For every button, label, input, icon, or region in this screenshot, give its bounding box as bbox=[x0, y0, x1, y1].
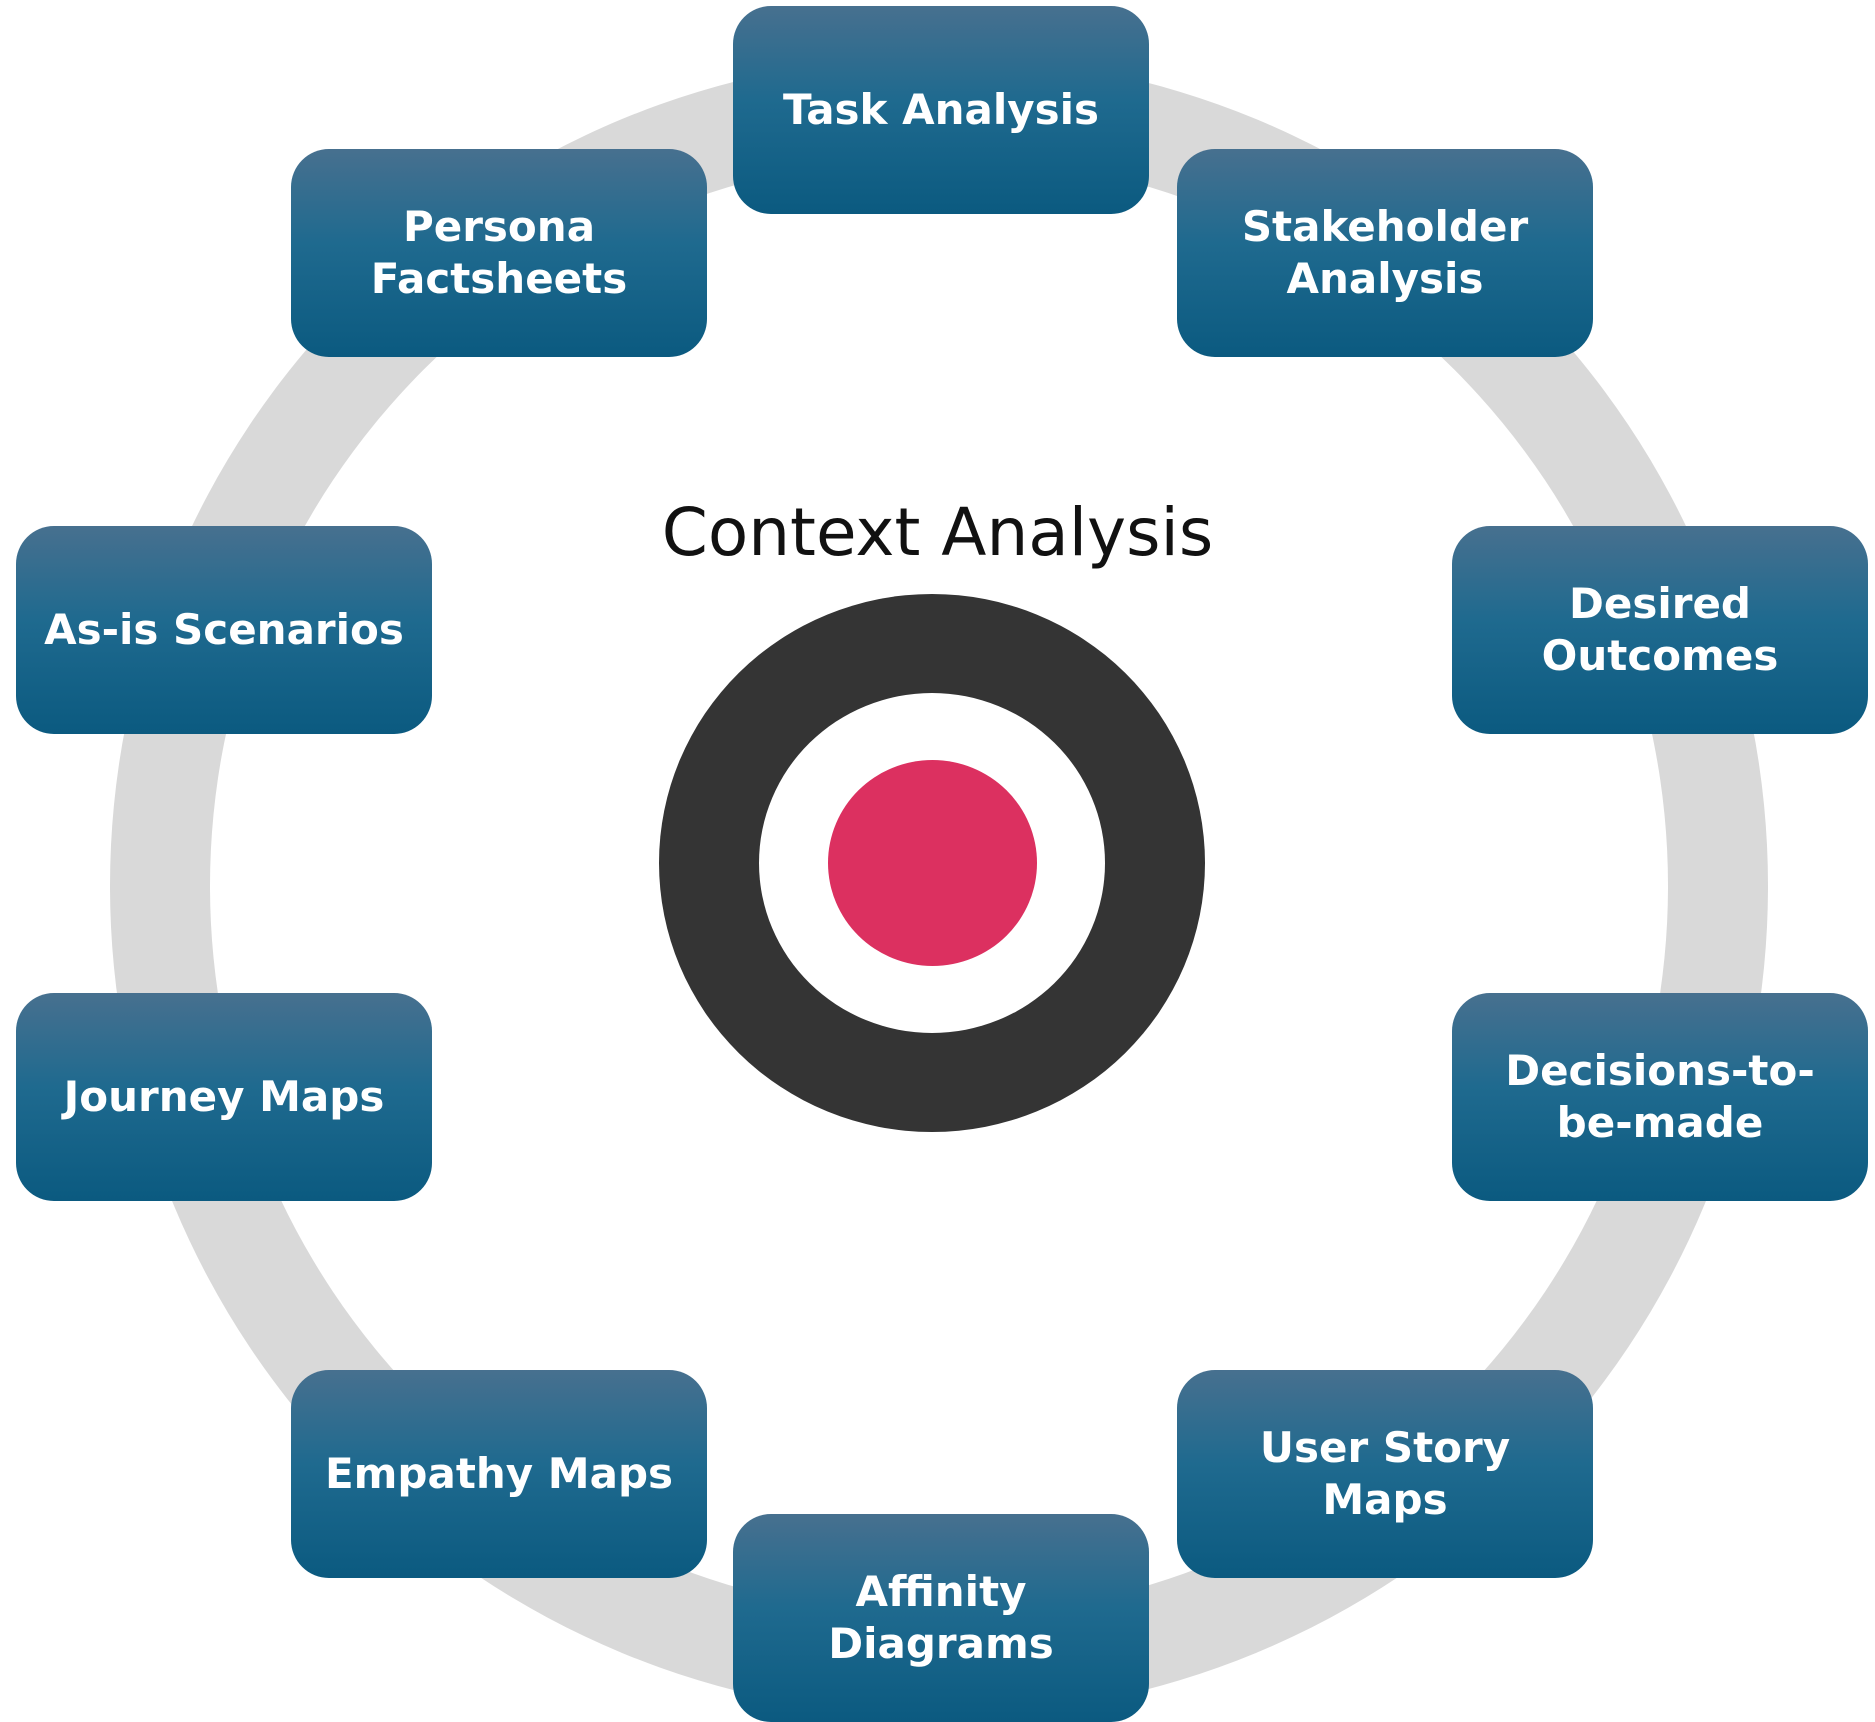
node-task-analysis: Task Analysis bbox=[733, 6, 1149, 214]
target-bullseye bbox=[828, 760, 1037, 966]
node-label: Persona Factsheets bbox=[370, 202, 628, 303]
diagram-title: Context Analysis bbox=[661, 494, 1214, 571]
node-label: Empathy Maps bbox=[324, 1449, 674, 1498]
node-empathy-maps: Empathy Maps bbox=[291, 1370, 707, 1578]
node-desired-outcomes: Desired Outcomes bbox=[1452, 526, 1868, 734]
node-user-story-maps: User Story Maps bbox=[1177, 1370, 1593, 1578]
node-as-is-scenarios: As-is Scenarios bbox=[16, 526, 432, 734]
node-label: Desired Outcomes bbox=[1541, 579, 1779, 680]
node-journey-maps: Journey Maps bbox=[16, 993, 432, 1201]
node-label: Decisions-to- be-made bbox=[1505, 1046, 1815, 1147]
node-decisions-to-be-made: Decisions-to- be-made bbox=[1452, 993, 1868, 1201]
node-label: Affinity Diagrams bbox=[828, 1567, 1054, 1668]
node-affinity-diagrams: Affinity Diagrams bbox=[733, 1514, 1149, 1722]
node-stakeholder-analysis: Stakeholder Analysis bbox=[1177, 149, 1593, 357]
node-label: User Story Maps bbox=[1259, 1423, 1511, 1524]
node-persona-factsheets: Persona Factsheets bbox=[291, 149, 707, 357]
node-label: Journey Maps bbox=[63, 1072, 385, 1121]
node-label: Task Analysis bbox=[782, 85, 1100, 134]
node-label: Stakeholder Analysis bbox=[1241, 202, 1529, 303]
node-label: As-is Scenarios bbox=[44, 605, 404, 654]
